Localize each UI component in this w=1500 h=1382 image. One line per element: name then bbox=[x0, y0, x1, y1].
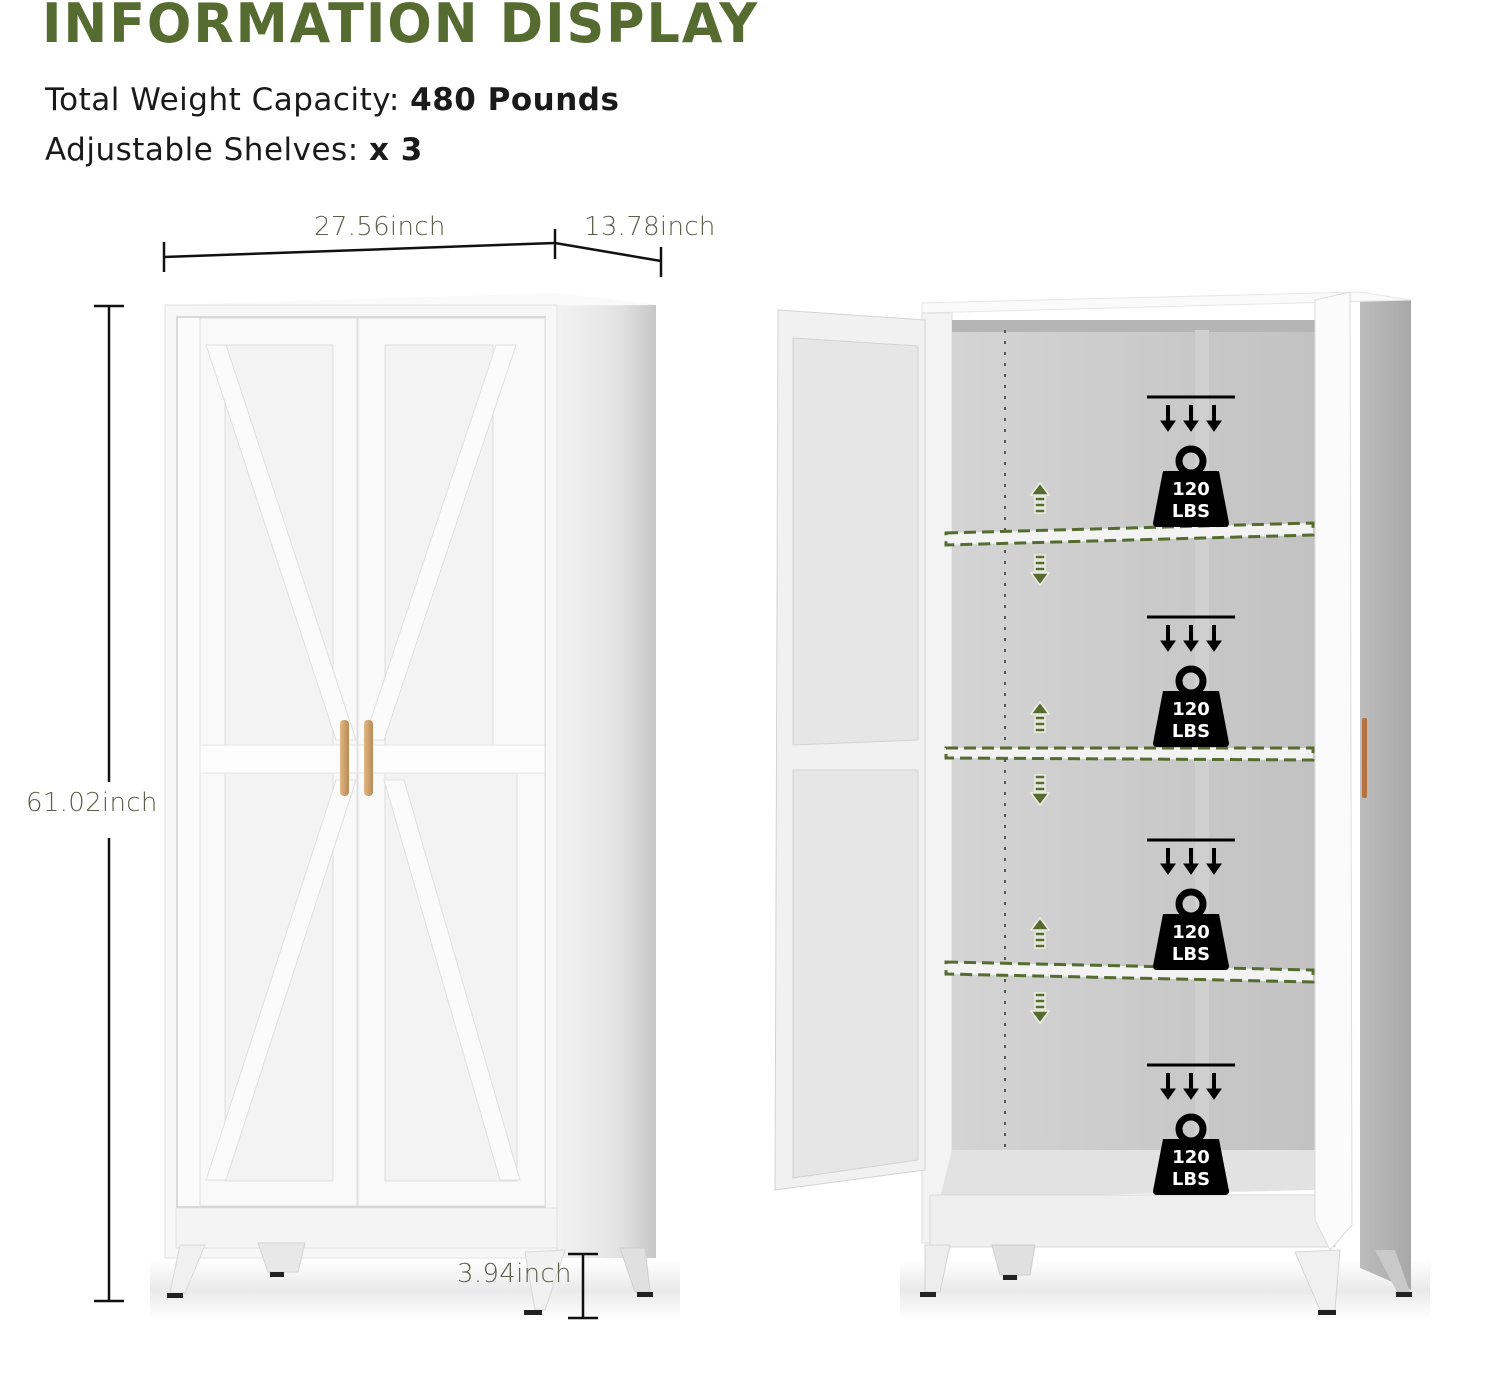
width-dimension-line bbox=[162, 229, 663, 277]
load-unit: LBS bbox=[1171, 944, 1211, 965]
spec-adjustable-shelves: Adjustable Shelves: x 3 bbox=[45, 130, 423, 170]
depth-label: 13.78inch bbox=[584, 212, 716, 242]
load-label-shelf-1: 120 LBS bbox=[1153, 479, 1229, 523]
height-dimension-line bbox=[94, 304, 124, 1303]
load-label-shelf-2: 120 LBS bbox=[1153, 699, 1229, 743]
load-unit: LBS bbox=[1171, 501, 1211, 522]
up-arrow-icon bbox=[1029, 700, 1051, 733]
weight-icon bbox=[1147, 615, 1235, 747]
spec-label: Adjustable Shelves: bbox=[45, 132, 359, 168]
load-value: 120 bbox=[1172, 922, 1210, 943]
load-value: 120 bbox=[1172, 479, 1210, 500]
weight-icon bbox=[1147, 1063, 1235, 1195]
up-arrow-icon bbox=[1029, 481, 1051, 514]
weight-icon bbox=[1147, 838, 1235, 970]
leg-height-dimension-line bbox=[568, 1252, 598, 1320]
door-handle[interactable] bbox=[1362, 718, 1367, 798]
open-left-door[interactable] bbox=[774, 309, 926, 1191]
door-handle[interactable] bbox=[364, 720, 373, 796]
open-right-door[interactable] bbox=[1314, 291, 1367, 1251]
leg-height-label: 3.94inch bbox=[457, 1259, 572, 1289]
adjustable-shelf-2[interactable] bbox=[944, 746, 1315, 762]
left-door[interactable] bbox=[199, 317, 358, 1207]
down-arrow-icon bbox=[1029, 774, 1051, 807]
load-indicators bbox=[1147, 395, 1235, 1195]
spec-weight-capacity: Total Weight Capacity: 480 Pounds bbox=[45, 80, 619, 120]
door-handle[interactable] bbox=[340, 720, 349, 796]
load-unit: LBS bbox=[1171, 721, 1211, 742]
spec-value: x 3 bbox=[369, 132, 423, 168]
right-door[interactable] bbox=[357, 317, 546, 1207]
page-title: INFORMATION DISPLAY bbox=[42, 0, 760, 55]
down-arrow-icon bbox=[1029, 554, 1051, 587]
load-value: 120 bbox=[1172, 1147, 1210, 1168]
shelf-adjust-arrows bbox=[1029, 481, 1051, 1025]
load-label-bottom: 120 LBS bbox=[1153, 1147, 1229, 1191]
up-arrow-icon bbox=[1029, 916, 1051, 949]
width-label: 27.56inch bbox=[314, 212, 446, 242]
closed-cabinet bbox=[150, 293, 680, 1320]
load-value: 120 bbox=[1172, 699, 1210, 720]
weight-icon bbox=[1147, 395, 1235, 527]
open-cabinet bbox=[774, 291, 1430, 1320]
spec-value: 480 Pounds bbox=[410, 82, 620, 118]
load-unit: LBS bbox=[1171, 1169, 1211, 1190]
height-label: 61.02inch bbox=[26, 788, 158, 818]
load-label-shelf-3: 120 LBS bbox=[1153, 922, 1229, 966]
spec-label: Total Weight Capacity: bbox=[45, 82, 400, 118]
down-arrow-icon bbox=[1029, 992, 1051, 1025]
